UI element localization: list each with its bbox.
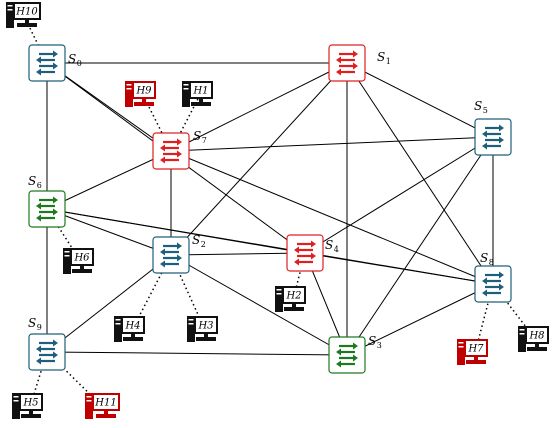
host-h5[interactable]: H5 (12, 393, 43, 419)
host-label: H9 (135, 86, 152, 97)
computer-icon (12, 393, 43, 419)
host-h11[interactable]: H11 (85, 393, 120, 419)
switch-s5[interactable]: S5 (474, 99, 512, 156)
link-s6-s2 (46, 208, 172, 256)
host-label: H11 (94, 398, 116, 409)
computer-icon (6, 2, 41, 28)
switch-arrows-icon (336, 50, 358, 76)
host-label: H4 (124, 321, 140, 332)
host-h1[interactable]: H1 (182, 81, 213, 107)
computer-icon (114, 316, 145, 342)
switch-box (474, 265, 512, 303)
switch-box (152, 236, 190, 274)
computer-icon (187, 316, 218, 342)
switch-arrows-icon (294, 240, 316, 266)
computer-icon (182, 81, 213, 107)
computer-icon (63, 248, 94, 274)
switch-s4[interactable]: S4 (286, 234, 339, 272)
link-s1-s8 (346, 62, 494, 285)
host-label: H7 (467, 344, 484, 355)
link-s7-s5 (170, 136, 494, 152)
link-s5-s4 (304, 136, 494, 254)
host-h2[interactable]: H2 (275, 286, 306, 312)
switch-box (28, 333, 66, 371)
link-s7-s8 (170, 150, 494, 285)
switch-s1[interactable]: S1 (328, 44, 391, 82)
host-label: H2 (285, 291, 301, 302)
link-s7-s6 (46, 150, 172, 210)
switch-s2[interactable]: S2 (152, 233, 206, 274)
link-s2-s3 (170, 254, 348, 356)
host-h9[interactable]: H9 (125, 81, 156, 107)
switch-s0[interactable]: S0 (28, 44, 82, 82)
switch-label: S7 (193, 129, 207, 145)
switch-box (328, 336, 366, 374)
switch-s6[interactable]: S6 (28, 174, 66, 228)
switch-label: S5 (474, 99, 488, 115)
computer-icon (125, 81, 156, 107)
links-layer (46, 62, 494, 356)
host-h7[interactable]: H7 (457, 339, 488, 365)
switch-arrows-icon (160, 138, 182, 164)
switch-arrows-icon (160, 242, 182, 268)
link-s5-s3 (346, 136, 494, 356)
switch-label: S9 (28, 316, 42, 332)
link-s2-s9 (46, 254, 172, 353)
computer-icon (518, 326, 549, 352)
switch-label: S6 (28, 174, 42, 190)
switch-label: S8 (480, 251, 494, 267)
switch-s8[interactable]: S8 (474, 251, 512, 303)
switch-label: S4 (325, 238, 339, 254)
switch-label: S3 (368, 334, 382, 350)
switch-box (28, 190, 66, 228)
host-h8[interactable]: H8 (518, 326, 549, 352)
host-label: H8 (528, 331, 544, 342)
switch-label: S0 (68, 52, 82, 68)
host-h10[interactable]: H10 (6, 2, 41, 28)
switch-box (474, 118, 512, 156)
link-s4-s8 (304, 252, 494, 285)
host-label: H6 (73, 253, 90, 264)
switch-box (28, 44, 66, 82)
host-link-h1 (170, 94, 201, 152)
switch-arrows-icon (482, 124, 504, 150)
switch-arrows-icon (36, 196, 58, 222)
computer-icon (457, 339, 488, 365)
host-h6[interactable]: H6 (63, 248, 94, 274)
computer-icon (275, 286, 306, 312)
switch-box (286, 234, 324, 272)
host-h4[interactable]: H4 (114, 316, 145, 342)
switch-arrows-icon (482, 271, 504, 297)
switch-arrows-icon (36, 50, 58, 76)
computer-icon (85, 393, 120, 419)
host-label: H10 (15, 7, 38, 18)
switch-s3[interactable]: S3 (328, 334, 382, 374)
link-s1-s2 (170, 62, 348, 256)
switch-box (152, 132, 190, 170)
link-s9-s3 (46, 351, 348, 356)
link-s1-s7 (170, 62, 348, 152)
host-h3[interactable]: H3 (187, 316, 218, 342)
host-label: H1 (192, 86, 208, 97)
link-s2-s4 (170, 252, 306, 256)
switch-box (328, 44, 366, 82)
link-s1-s5 (346, 62, 494, 138)
switch-arrows-icon (336, 342, 358, 368)
switch-arrows-icon (36, 339, 58, 365)
host-label: H3 (197, 321, 213, 332)
host-label: H5 (22, 398, 38, 409)
link-s3-s8 (346, 283, 494, 356)
switch-label: S1 (377, 50, 391, 66)
